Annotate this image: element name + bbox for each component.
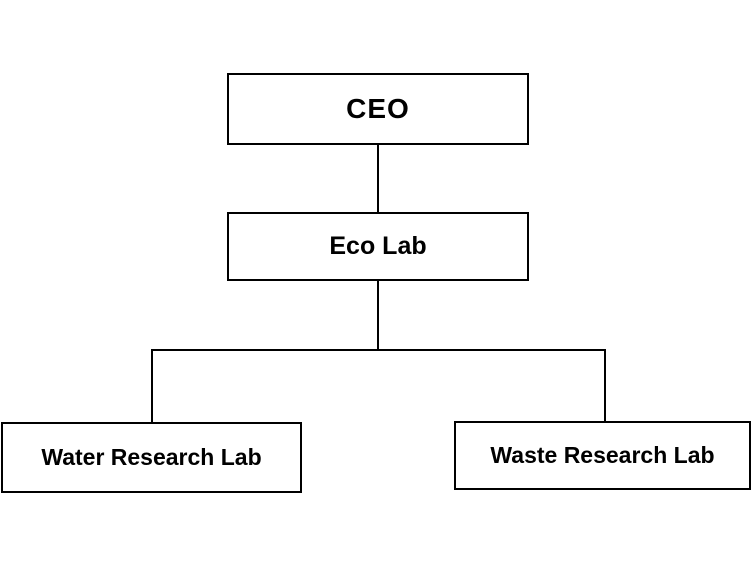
org-node-waste-research-lab-label: Waste Research Lab	[490, 442, 715, 468]
org-node-eco-lab: Eco Lab	[227, 212, 529, 281]
org-node-eco-lab-label: Eco Lab	[329, 232, 427, 260]
org-node-water-research-lab-label: Water Research Lab	[41, 444, 262, 470]
org-node-ceo: CEO	[227, 73, 529, 145]
connector-eco-lab-stem	[377, 281, 379, 350]
connector-to-waste-research-lab	[604, 349, 606, 421]
connector-to-water-research-lab	[151, 349, 153, 422]
org-node-water-research-lab: Water Research Lab	[1, 422, 302, 493]
connector-ceo-to-eco-lab	[377, 145, 379, 212]
connector-branch-horizontal	[151, 349, 606, 351]
org-node-waste-research-lab: Waste Research Lab	[454, 421, 751, 490]
org-node-ceo-label: CEO	[346, 93, 410, 124]
